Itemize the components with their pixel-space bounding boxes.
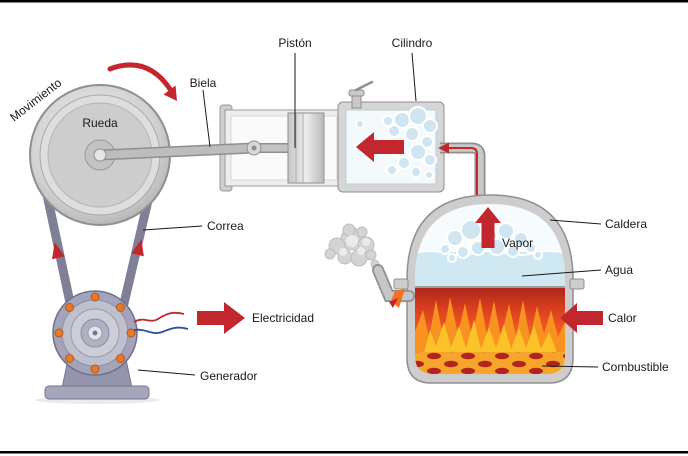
label-rueda: Rueda [82,116,118,130]
water [415,252,565,288]
wire-red [133,311,185,323]
leader-agua [521,269,602,277]
chimney-smoke [324,223,415,308]
piston-head [287,112,325,184]
flames-inner [424,320,556,353]
labels: Movimiento Rueda Biela Pistón Cilindro C… [7,36,669,383]
leader-combustible [541,365,599,368]
heat-arrow-icon [560,303,603,333]
label-agua: Agua [605,263,633,277]
boiler [393,194,585,384]
crank-joint [93,148,107,162]
label-correa: Correa [207,219,244,233]
leader-cilindro [411,52,417,102]
label-piston: Pistón [278,36,311,50]
generator-base [44,385,150,400]
valve [351,95,362,109]
connecting-rod [93,140,262,162]
top-border [0,0,688,3]
leader-lines [137,52,602,376]
steam-pipe [438,142,486,205]
leader-generador [137,369,196,376]
flames-outer [415,297,565,353]
label-biela: Biela [190,76,217,90]
belt-arrow-right-icon [131,239,144,257]
label-combustible: Combustible [602,360,669,374]
leader-correa [142,225,203,231]
label-calor: Calor [608,311,637,325]
label-electricidad: Electricidad [252,311,314,325]
leader-biela [202,89,211,148]
vapor-arrow-icon [475,207,501,248]
cylinder-assembly [219,80,445,193]
generator-bolts [54,292,136,374]
label-caldera: Caldera [605,217,647,231]
cylinder-flow-arrow-icon [356,132,404,162]
rotation-arrow-icon [107,62,177,101]
label-generador: Generador [200,369,257,383]
cylinder-steam-bubbles [355,106,438,180]
generator [35,290,189,404]
wire-blue [133,326,189,334]
label-cilindro: Cilindro [392,36,433,50]
steam-flow-arrow-icon [438,142,449,154]
boiler-flange-right [569,278,585,290]
belt [41,189,155,314]
bottom-border [0,451,688,454]
valve-lever [354,80,374,92]
fuel-coals [415,352,565,374]
leader-caldera [549,219,602,225]
label-vapor: Vapor [502,236,533,250]
electricity-arrow-icon [197,302,245,334]
boiler-steam-bubbles [439,219,543,263]
boiler-flange-left [393,278,409,290]
belt-arrow-left-icon [52,242,65,260]
steam-flow-line [449,147,478,200]
